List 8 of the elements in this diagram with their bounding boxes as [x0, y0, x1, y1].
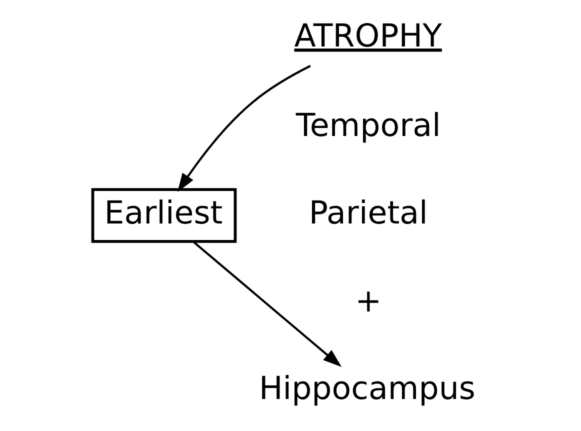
label: + — [354, 283, 382, 320]
node-box: Earliest — [90, 188, 236, 243]
node-text: ATROPHY — [294, 18, 442, 55]
arrow — [176, 64, 310, 192]
label: Parietal — [308, 196, 428, 232]
arrow — [192, 240, 342, 368]
label: Temporal — [295, 108, 440, 144]
node-text: Hippocampus — [258, 371, 475, 408]
